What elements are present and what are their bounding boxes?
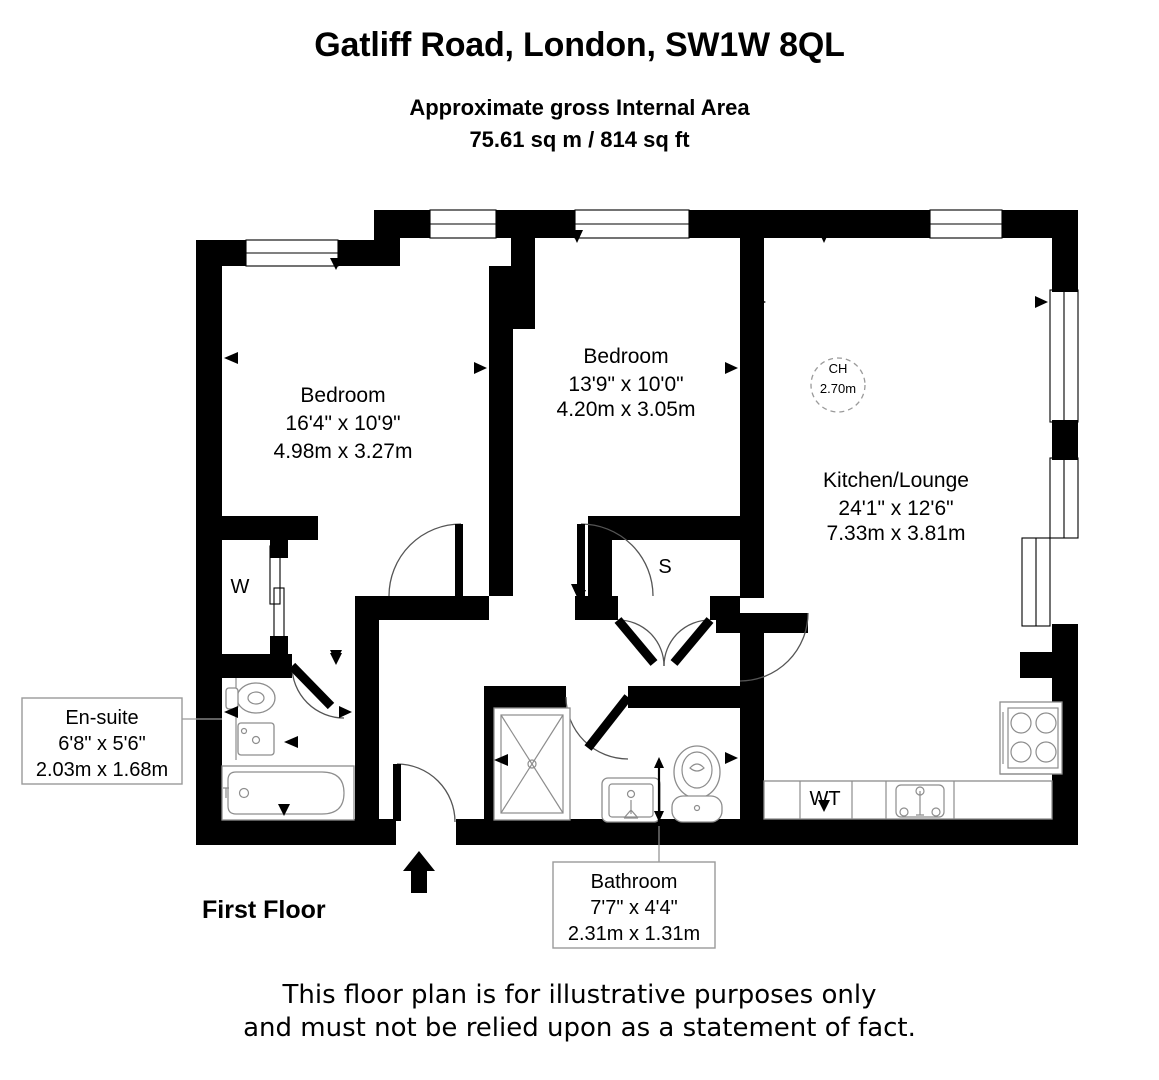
window-bedroom-main-top bbox=[245, 239, 339, 267]
ensuite-callout: En-suite 6'8" x 5'6" 2.03m x 1.68m bbox=[21, 697, 222, 785]
dim-arrow-ensuite-left bbox=[224, 706, 238, 718]
window-kitchen-right-upper bbox=[1049, 289, 1079, 423]
dim-arrow-wardrobe bbox=[330, 653, 342, 665]
ceiling-height-code: CH bbox=[829, 361, 848, 376]
wardrobe-slider-b bbox=[273, 587, 285, 647]
kitchen-lounge-metric: 7.33m x 3.81m bbox=[827, 522, 966, 545]
dimension-arrow-group bbox=[224, 230, 1048, 816]
dim-arrow-storage-left bbox=[574, 590, 586, 602]
dim-arrow-bedroom-second-left bbox=[500, 362, 513, 374]
dim-arrow-ensuite-bath bbox=[278, 804, 290, 816]
ensuite-fixtures bbox=[221, 678, 355, 821]
wall-partition-bedrooms-upper bbox=[511, 238, 535, 318]
kitchen-lounge-name: Kitchen/Lounge bbox=[823, 469, 969, 492]
dim-arrow-bathroom-left bbox=[494, 754, 508, 766]
washer-marker: WT bbox=[809, 788, 840, 810]
wall-group bbox=[196, 210, 1078, 845]
bathroom-imperial: 7'7" x 4'4" bbox=[590, 897, 677, 919]
wardrobe-marker: W bbox=[231, 576, 250, 598]
area-label: Approximate gross Internal Area bbox=[409, 95, 750, 120]
wall-hall-top-left bbox=[355, 596, 462, 620]
ensuite-imperial: 6'8" x 5'6" bbox=[58, 733, 145, 755]
bath-icon-ensuite bbox=[221, 765, 355, 821]
room-label-group: Bedroom 16'4" x 10'9" 4.98m x 3.27m Bedr… bbox=[231, 345, 969, 810]
bedroom-second-imperial: 13'9" x 10'0" bbox=[568, 373, 683, 396]
wall-wardrobe-jamb-top bbox=[270, 540, 288, 558]
dim-arrow-kitchen-right bbox=[1035, 296, 1048, 308]
page-title: Gatliff Road, London, SW1W 8QL bbox=[314, 26, 845, 64]
disclaimer-line-1: This floor plan is for illustrative purp… bbox=[282, 980, 877, 1010]
wall-bathroom-top-right bbox=[628, 686, 744, 708]
bedroom-main-name: Bedroom bbox=[300, 384, 385, 407]
wall-hall-door-jamb-a bbox=[455, 596, 489, 620]
wardrobe-slider-a bbox=[269, 545, 281, 605]
hob-icon bbox=[999, 701, 1063, 775]
ceiling-height-badge: CH 2.70m bbox=[810, 357, 866, 413]
wall-storage-jamb-left bbox=[588, 596, 618, 620]
bathroom-metric: 2.31m x 1.31m bbox=[568, 923, 700, 945]
storage-marker: S bbox=[658, 556, 671, 578]
bathroom-fixtures bbox=[493, 707, 723, 880]
ensuite-metric: 2.03m x 1.68m bbox=[36, 759, 168, 781]
bedroom-main-metric: 4.98m x 3.27m bbox=[274, 440, 413, 463]
dim-arrow-bedroom-main-left bbox=[224, 352, 238, 364]
bathroom-callout: Bathroom 7'7" x 4'4" 2.31m x 1.31m bbox=[552, 861, 716, 949]
dim-arrow-ensuite-right bbox=[339, 706, 352, 718]
disclaimer-line-2: and must not be relied upon as a stateme… bbox=[243, 1013, 916, 1043]
wall-storage-top bbox=[588, 516, 740, 540]
sink-icon bbox=[895, 784, 945, 818]
wall-partition-kitchen bbox=[740, 238, 764, 598]
window-kitchen-right-lower bbox=[1021, 457, 1079, 627]
door-leaf-bedroom-second bbox=[577, 524, 585, 598]
bedroom-main-imperial: 16'4" x 10'9" bbox=[285, 412, 400, 435]
dim-arrow-kitchen-top bbox=[818, 230, 830, 243]
bedroom-second-name: Bedroom bbox=[583, 345, 668, 368]
bedroom-second-metric: 4.20m x 3.05m bbox=[557, 398, 696, 421]
wc-icon-bathroom bbox=[671, 745, 723, 823]
kitchen-lounge-imperial: 24'1" x 12'6" bbox=[838, 497, 953, 520]
dim-arrow-bedroom-second-right bbox=[725, 362, 738, 374]
dim-arrow-bathroom-right bbox=[725, 752, 738, 764]
window-kitchen-top bbox=[929, 209, 1003, 239]
dim-arrow-wt bbox=[818, 800, 830, 812]
wall-top-pier-b bbox=[496, 210, 575, 238]
door-leaf-entrance bbox=[393, 764, 401, 821]
ensuite-name: En-suite bbox=[65, 707, 138, 729]
wall-hall-kitchen-vert bbox=[740, 613, 764, 825]
wall-top-pier-c bbox=[689, 210, 930, 238]
dim-arrow-kitchen-left bbox=[753, 296, 766, 308]
wall-hall-left bbox=[355, 596, 379, 821]
basin-icon-bathroom bbox=[601, 777, 661, 823]
wall-ensuite-top bbox=[222, 654, 292, 678]
wall-wardrobe-jamb-bottom bbox=[270, 636, 288, 654]
ceiling-height-value: 2.70m bbox=[820, 381, 856, 396]
wall-exterior-right-pier bbox=[1052, 420, 1078, 460]
wall-exterior-left bbox=[196, 240, 222, 845]
dim-arrow-bedroom-second-top bbox=[571, 230, 583, 243]
door-group bbox=[269, 523, 809, 823]
basin-icon-ensuite bbox=[237, 722, 275, 756]
door-leaf-bedroom-main bbox=[455, 524, 463, 598]
wall-exterior-bottom-left bbox=[196, 819, 396, 845]
window-bedroom-second-top-a bbox=[429, 209, 497, 239]
wall-bedroom-main-bottom bbox=[222, 516, 318, 540]
kitchen-fixtures bbox=[763, 701, 1063, 820]
dim-arrow-bedroom-main-top bbox=[330, 258, 342, 270]
floor-level-label: First Floor bbox=[202, 896, 326, 924]
wc-icon-ensuite bbox=[225, 682, 276, 714]
wall-exterior-right-notch bbox=[1020, 652, 1054, 678]
dim-arrow-bedroom-main-right bbox=[474, 362, 487, 374]
bathroom-name: Bathroom bbox=[591, 871, 678, 893]
wall-exterior-bottom-right bbox=[456, 819, 1078, 845]
window-bedroom-second-top-b bbox=[574, 209, 690, 239]
wall-top-pier-a bbox=[374, 210, 430, 238]
entrance-arrow bbox=[403, 851, 435, 893]
area-value: 75.61 sq m / 814 sq ft bbox=[469, 127, 690, 152]
wall-top-left-pier-a bbox=[196, 240, 246, 266]
wall-exterior-right-a bbox=[1052, 210, 1078, 292]
wall-bathroom-top-left bbox=[484, 686, 566, 708]
dim-arrow-ensuite-basin bbox=[284, 736, 298, 748]
dim-arrow-bathroom-top bbox=[652, 695, 664, 708]
